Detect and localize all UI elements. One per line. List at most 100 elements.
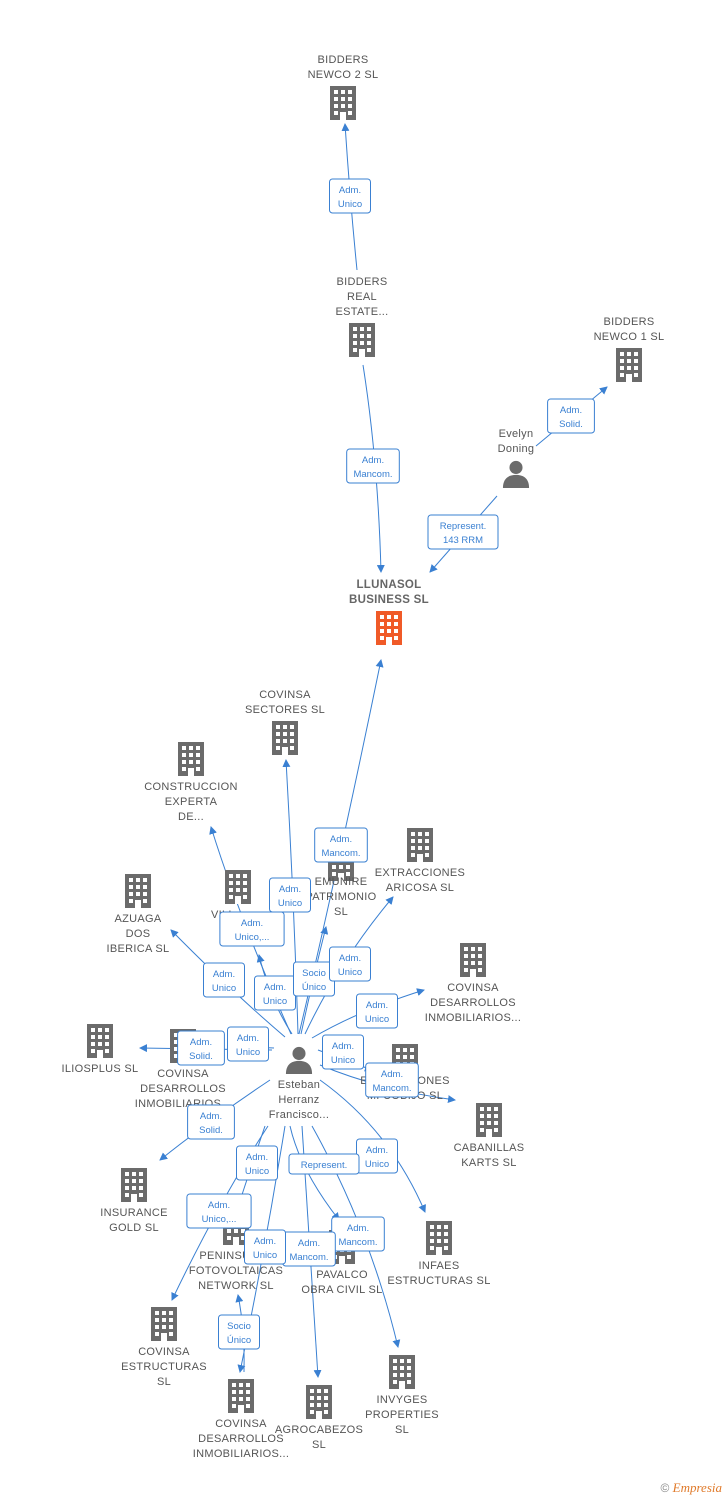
edge-label-box: [356, 993, 398, 1029]
building-icon: [376, 611, 402, 645]
node-iliosplus[interactable]: ILIOSPLUS SL: [62, 1024, 139, 1075]
node-label: LLUNASOL: [356, 579, 421, 591]
edge-label-text: Adm.: [208, 1200, 230, 1211]
building-icon: [426, 1221, 452, 1255]
edge-label-text: Adm.: [200, 1111, 222, 1122]
node-label: KARTS SL: [461, 1157, 516, 1169]
edge-label-esteban-to-vill[interactable]: Adm.Unico: [254, 975, 296, 1011]
node-label: SL: [157, 1376, 171, 1388]
edge-label-biddersre-to-bidders2[interactable]: Adm.Unico: [329, 178, 371, 214]
edge-label-evelyn-to-llunasol[interactable]: Represent.143 RRM: [427, 514, 499, 550]
edge-label-box: [329, 946, 371, 982]
node-label: DOS: [126, 928, 151, 940]
edge-label-box: [186, 1193, 252, 1229]
edge-label-text: Adm.: [362, 455, 384, 466]
node-label: IBERICA SL: [107, 943, 170, 955]
edge-label-esteban-to-infaes[interactable]: Adm.Unico: [356, 1138, 398, 1174]
node-label: EXTRACCIONES: [375, 867, 465, 879]
edge-label-esteban-to-iliosplus[interactable]: Adm.Solid.: [177, 1030, 225, 1066]
edge-label-esteban-to-covdes2[interactable]: Adm.Unico: [227, 1026, 269, 1062]
edge-label-text: Mancom.: [372, 1083, 411, 1094]
edge-label-text: Solid.: [559, 419, 583, 430]
node-label: Doning: [498, 443, 535, 455]
node-covdes1[interactable]: COVINSADESARROLLOSINMOBILIARIOS...: [425, 943, 521, 1024]
edge-label-text: Adm.: [241, 918, 263, 929]
node-label: NETWORK SL: [198, 1280, 274, 1292]
edge-label-evelyn-to-bidders1[interactable]: Adm. Solid.: [547, 398, 595, 434]
edge-label-esteban-to-covsect[interactable]: Adm.Unico: [269, 877, 311, 913]
node-label: BIDDERS: [318, 54, 369, 66]
edge-label-text: Unico: [236, 1047, 260, 1058]
node-cabanillas[interactable]: CABANILLAS KARTS SL: [454, 1103, 525, 1169]
building-icon: [476, 1103, 502, 1137]
edge-label-esteban-to-edificaciones[interactable]: Adm.Mancom.: [365, 1062, 419, 1098]
edge-label-esteban-to-pavalco[interactable]: Represent.: [288, 1153, 360, 1175]
edge-label-text: Adm.: [330, 834, 352, 845]
node-label: ILIOSPLUS SL: [62, 1063, 139, 1075]
building-icon: [125, 874, 151, 908]
edge-label-esteban-to-insurance[interactable]: Adm.Solid.: [187, 1104, 235, 1140]
node-label: SECTORES SL: [245, 704, 325, 716]
edge-label-text: Adm.: [213, 969, 235, 980]
edge-label-esteban-to-covdes1[interactable]: Adm.Unico: [356, 993, 398, 1029]
node-esteban[interactable]: EstebanHerranzFrancisco...: [269, 1046, 329, 1121]
edge-label-text: Único: [302, 982, 326, 993]
edge-label-esteban-to-peninsular[interactable]: Adm.Unico: [236, 1145, 278, 1181]
edge-label-esteban-to-llunasol[interactable]: Adm. Mancom.: [314, 827, 368, 863]
edge-label-esteban-to-extracciones[interactable]: Adm.Unico: [329, 946, 371, 982]
edge-label-esteban-to-agrocabezos[interactable]: Adm.Mancom.: [282, 1231, 336, 1267]
edge-label-esteban-to-construccion[interactable]: Adm.Unico,...: [219, 911, 285, 947]
node-label: INMOBILIARIOS...: [193, 1448, 289, 1460]
edge-label-text: Mancom.: [353, 469, 392, 480]
edge-label-esteban-to-covdes3[interactable]: Adm.Unico: [244, 1229, 286, 1265]
edge-label-esteban-to-edificaciones[interactable]: Adm.Unico: [322, 1034, 364, 1070]
edge-label-text: Adm.: [279, 884, 301, 895]
edge-label-box: [346, 448, 400, 484]
node-label: SL: [334, 906, 348, 918]
edge-label-text: Unico: [253, 1250, 277, 1261]
building-icon: [616, 348, 642, 382]
footer-brand[interactable]: © Empresia: [660, 1480, 722, 1496]
edge-label-box: [269, 877, 311, 913]
edge-label-text: Unico: [365, 1159, 389, 1170]
node-label: Esteban: [278, 1079, 320, 1091]
edge-label-box: [547, 398, 595, 434]
node-label: REAL: [347, 291, 377, 303]
building-icon: [121, 1168, 147, 1202]
node-construccion[interactable]: CONSTRUCCIONEXPERTADE...: [144, 742, 237, 823]
edge-label-esteban-to-azuaga[interactable]: Adm.Unico: [203, 962, 245, 998]
building-icon: [272, 721, 298, 755]
edge-label-text: Unico: [365, 1014, 389, 1025]
edge-label-text: Adm.: [560, 405, 582, 416]
node-label: DESARROLLOS: [430, 997, 516, 1009]
edge-label-text: Mancom.: [321, 848, 360, 859]
edge-labels-layer: Adm.UnicoAdm.Mancom.Adm.Solid.Represent.…: [177, 178, 595, 1350]
edge-label-text: Unico,...: [202, 1214, 237, 1225]
edge-label-box: [314, 827, 368, 863]
node-covdes3[interactable]: COVINSADESARROLLOSINMOBILIARIOS...: [193, 1379, 289, 1460]
node-label: COVINSA: [138, 1346, 190, 1358]
node-label: EMUNIRE: [315, 876, 368, 888]
edge-label-esteban-to-covestr[interactable]: Adm. Unico,...: [186, 1193, 252, 1229]
node-biddersre[interactable]: BIDDERSREALESTATE...: [335, 276, 388, 357]
edge-label-biddersre-to-llunasol[interactable]: Adm. Mancom.: [346, 448, 400, 484]
edge-label-esteban-to-invyges[interactable]: Adm.Mancom.: [331, 1216, 385, 1252]
node-label: CABANILLAS: [454, 1142, 525, 1154]
building-icon: [151, 1307, 177, 1341]
